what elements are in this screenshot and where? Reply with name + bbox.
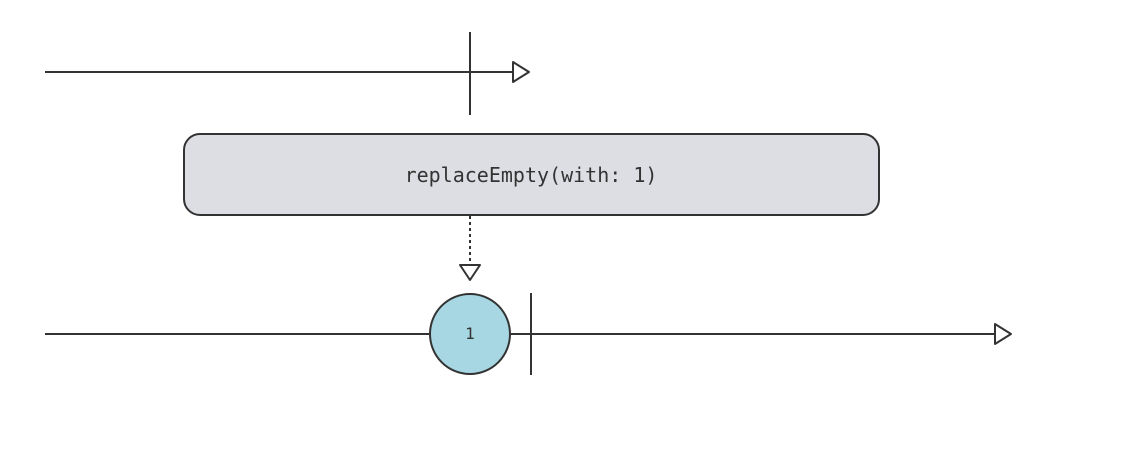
output-timeline-arrowhead [994,323,1012,345]
input-timeline-arrowhead [512,61,530,83]
output-marble: 1 [429,293,511,375]
operator-box: replaceEmpty(with: 1) [183,133,880,216]
operator-label: replaceEmpty(with: 1) [405,163,658,187]
operator-box-rect [183,133,880,216]
emission-arrowhead [459,264,481,281]
output-timeline: 1 [45,293,1012,375]
output-marble-label: 1 [465,324,475,343]
input-timeline [45,32,530,115]
emission-arrow [459,216,481,281]
output-marble-circle [429,293,511,375]
